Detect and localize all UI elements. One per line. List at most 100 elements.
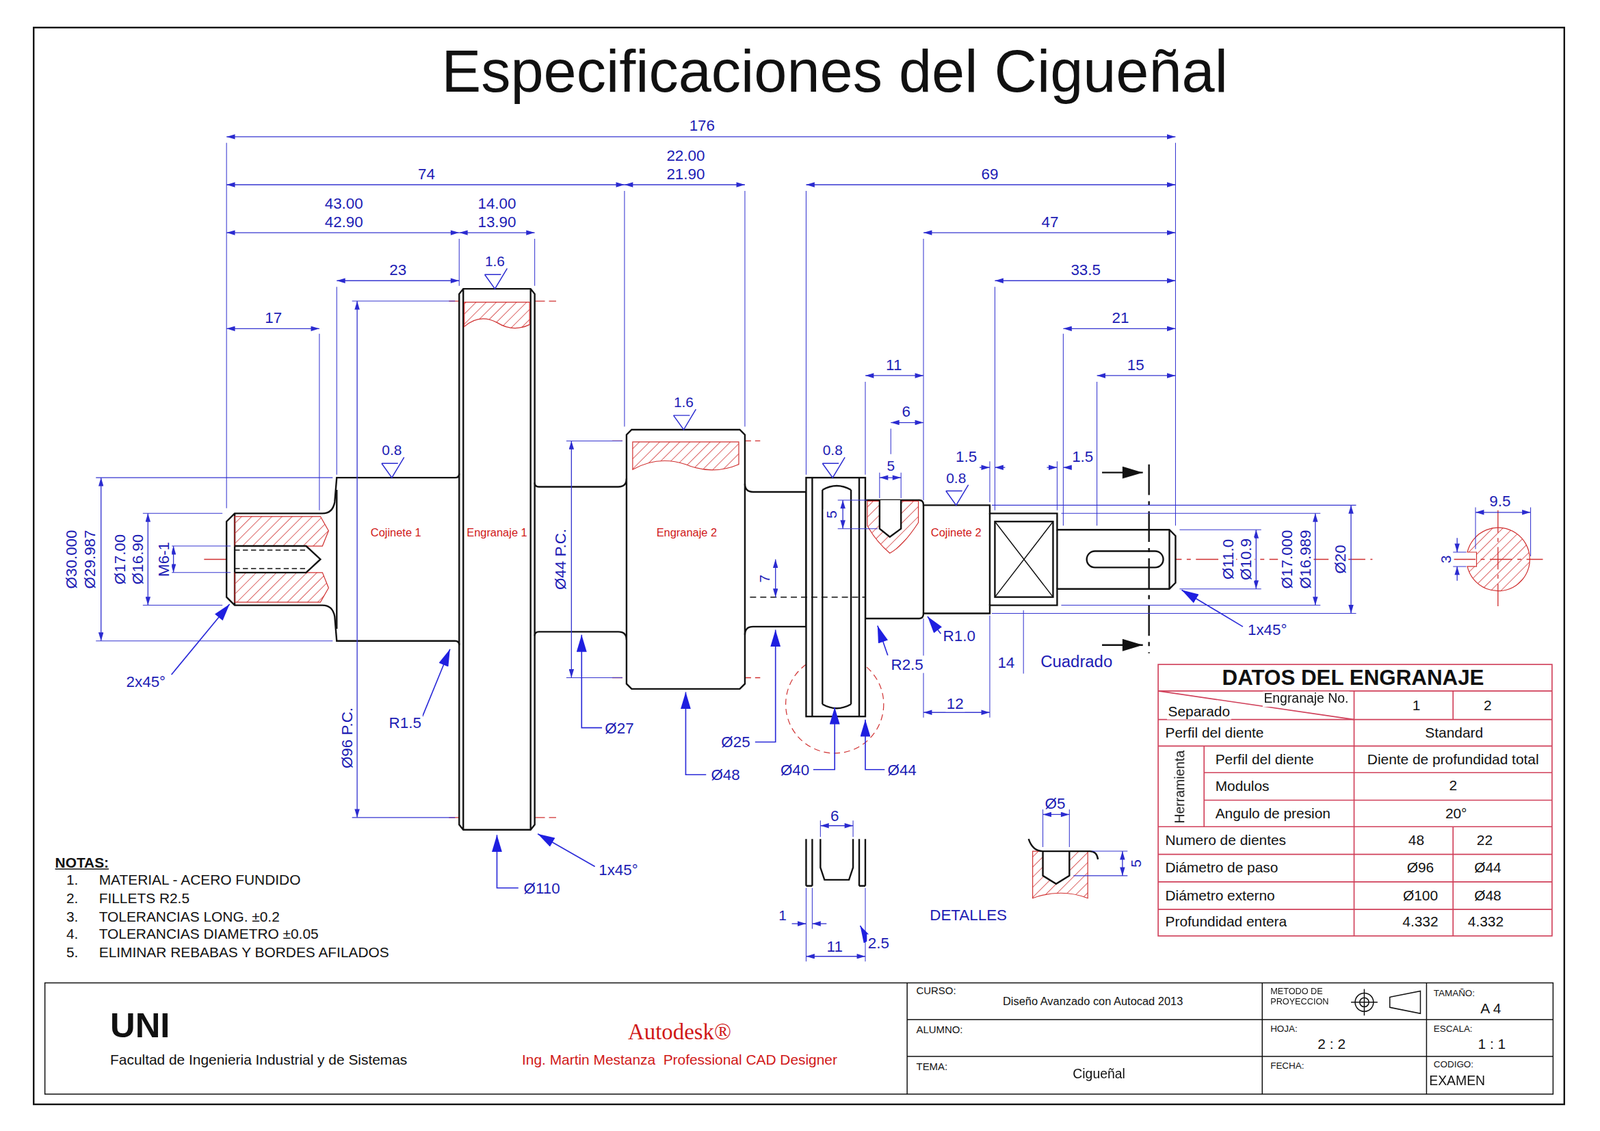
title-block-text: 2 : 2 (1316, 1035, 1347, 1053)
leader-line (496, 834, 518, 888)
dimension-text: 1.5 (1071, 447, 1095, 466)
dimension-line (805, 184, 1176, 185)
dimension-text: M6-1 (154, 540, 173, 578)
dimension-line (147, 513, 149, 605)
dimension-text: 21 (1110, 308, 1131, 327)
dimension-line (994, 280, 1176, 282)
title-block (45, 982, 1554, 1095)
dimension-line (1097, 374, 1176, 376)
dimension-text: Ø29.987 (80, 528, 99, 590)
title-block-text: Cigueñal (1071, 1067, 1127, 1083)
surface-finish-symbol (484, 268, 508, 289)
dimension-text: 17 (264, 308, 284, 327)
dimension-text: Ø110 (522, 879, 561, 897)
leader-line (171, 589, 1243, 939)
dimension-line (1475, 511, 1531, 513)
leader-line (537, 833, 596, 867)
table-cell: 48 (1407, 831, 1425, 849)
shaft-outline (632, 441, 739, 470)
part-name: Engranaje 1 (465, 526, 529, 540)
dimension-line (571, 440, 572, 678)
dimension-text: R1.5 (387, 713, 423, 732)
surface-finish-value: 1.6 (672, 394, 695, 411)
dimension-text: 1 (777, 907, 789, 924)
leader-line (927, 616, 941, 634)
table-cell: Separado (1166, 703, 1232, 720)
dimension-text: 13.90 (476, 212, 518, 231)
dimension-text: Ø17.000 (1277, 528, 1296, 590)
gear-data-table (1158, 664, 1553, 936)
dimension-text: 6 (900, 402, 912, 421)
dimension-text: 42.90 (323, 212, 364, 231)
table-cell: 4.332 (1401, 913, 1440, 930)
table-cell: Perfil del diente (1164, 724, 1265, 741)
dimension-text: 47 (1040, 212, 1060, 231)
surface-finish-symbol (381, 268, 969, 505)
dimension-line (1043, 814, 1070, 815)
table-cell: 4.332 (1466, 913, 1505, 930)
dimension-text: 15 (1125, 355, 1146, 374)
shaft-outline (1086, 551, 1164, 568)
dimension-text: 14.00 (476, 194, 518, 213)
shaft-outline (1467, 527, 1530, 591)
dimension-line (356, 300, 358, 818)
dimension-text: 5 (1127, 858, 1144, 869)
table-cell: Numero de dientes (1164, 831, 1287, 849)
leader-line (581, 634, 602, 728)
dimension-text: 176 (688, 116, 716, 135)
dimension-line (923, 231, 1176, 233)
dimension-text: Cuadrado (1039, 652, 1114, 672)
dimension-text: 5 (885, 456, 897, 474)
gear-data-table (1158, 690, 1453, 936)
dimension-line (1314, 513, 1316, 605)
table-heading: DATOS DEL ENGRANAJE (1221, 664, 1486, 690)
shaft-outline (749, 596, 866, 598)
table-cell: Herramienta (1173, 749, 1189, 825)
leader-line (877, 625, 888, 655)
title-block (1351, 988, 1421, 1016)
surface-finish-value: 0.8 (381, 441, 403, 459)
dimension-line (1046, 467, 1057, 468)
title-block-text: UNI (109, 1005, 172, 1046)
detail-views (1032, 850, 1089, 899)
title-block-text: METODO DE PROYECCION (1269, 987, 1337, 1007)
dimension-line (842, 500, 843, 529)
section-plane (1102, 644, 1144, 646)
note-text: NOTAS: (54, 853, 110, 871)
title-block-text: EXAMEN (1428, 1073, 1487, 1090)
dimension-text: Ø40 (779, 760, 810, 779)
note-text: 1. (64, 871, 79, 888)
dimension-text: 69 (980, 164, 1000, 183)
table-cell: Ø44 (1473, 859, 1503, 876)
dimension-line (1063, 328, 1176, 330)
dimension-text: 43.00 (323, 194, 364, 213)
table-cell: Profundidad entera (1164, 913, 1289, 930)
leader-line (685, 691, 706, 775)
drawing-title: Especificaciones del Cigueñal (440, 37, 1229, 106)
dimension-line (1456, 537, 1458, 553)
dimension-text: Ø30.000 (62, 528, 81, 590)
surface-finish-value: 1.6 (483, 253, 506, 270)
gear-data-table (1158, 690, 1553, 910)
part-name: Engranaje 2 (655, 526, 718, 540)
shaft-outline (994, 521, 1053, 597)
dimension-line (458, 231, 535, 233)
leader-line (755, 629, 776, 742)
title-block-text: Ing. Martin Mestanza Professional CAD De… (521, 1050, 839, 1068)
dimension-text: 33.5 (1069, 260, 1103, 279)
dimension-line (226, 328, 320, 330)
title-block (907, 982, 1553, 1095)
dimension-line (879, 476, 901, 478)
dimension-text: Ø27 (604, 718, 635, 737)
dimension-line (792, 467, 1458, 924)
shaft-outline (226, 288, 806, 830)
note-text: ELIMINAR REBABAS Y BORDES AFILADOS (97, 943, 390, 961)
surface-finish-symbol (673, 409, 697, 430)
note-text: 3. (64, 908, 79, 925)
table-cell: Modulos (1214, 777, 1271, 795)
dimension-text: 7 (755, 573, 773, 584)
dimension-text: Ø16.989 (1296, 528, 1315, 590)
surface-finish-symbol (946, 484, 969, 506)
surface-finish-symbol (381, 456, 405, 478)
